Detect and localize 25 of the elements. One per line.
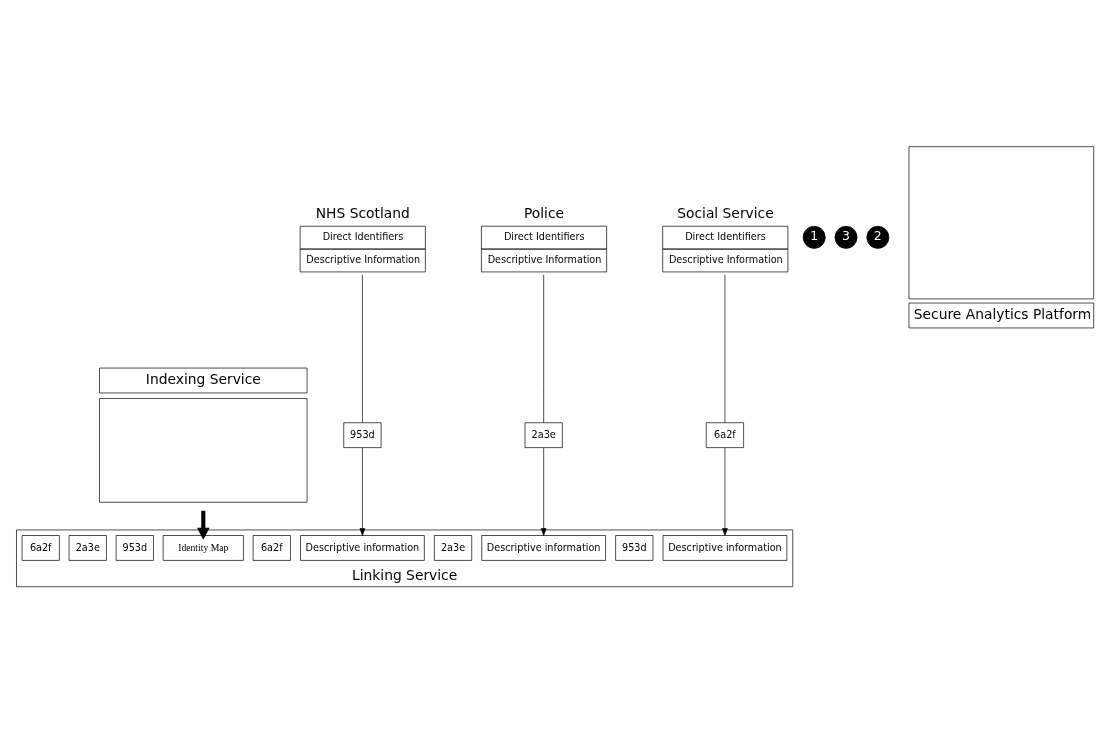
arrow <box>540 446 547 536</box>
node-label: NHS Scotland <box>315 204 410 221</box>
arrow <box>359 446 366 536</box>
connector <box>362 273 363 423</box>
node-box: 953d <box>115 534 154 561</box>
node-label: Social Service <box>677 204 774 221</box>
node-box: Identity Map <box>162 534 244 561</box>
node-box: 2a3e <box>434 534 473 561</box>
node-box: 2a3e <box>68 534 107 561</box>
node-box: Descriptive information <box>300 534 425 561</box>
node-box: Descriptive information <box>662 534 788 561</box>
node-box: 6a2f <box>705 421 744 448</box>
node-circle: 2 <box>866 225 890 249</box>
node-box: 2a3e <box>524 421 563 448</box>
node-circle: 3 <box>834 225 858 249</box>
node-box: 953d <box>615 534 654 561</box>
node-box: Descriptive information <box>481 534 606 561</box>
node-circle: 1 <box>802 225 826 249</box>
node-box: 953d <box>343 421 382 448</box>
arrow <box>722 446 728 536</box>
node-label: Police <box>523 204 565 221</box>
node-box: 6a2f <box>252 534 291 561</box>
connector <box>543 273 545 423</box>
arrow <box>196 510 210 540</box>
node-box: 6a2f <box>21 534 60 561</box>
